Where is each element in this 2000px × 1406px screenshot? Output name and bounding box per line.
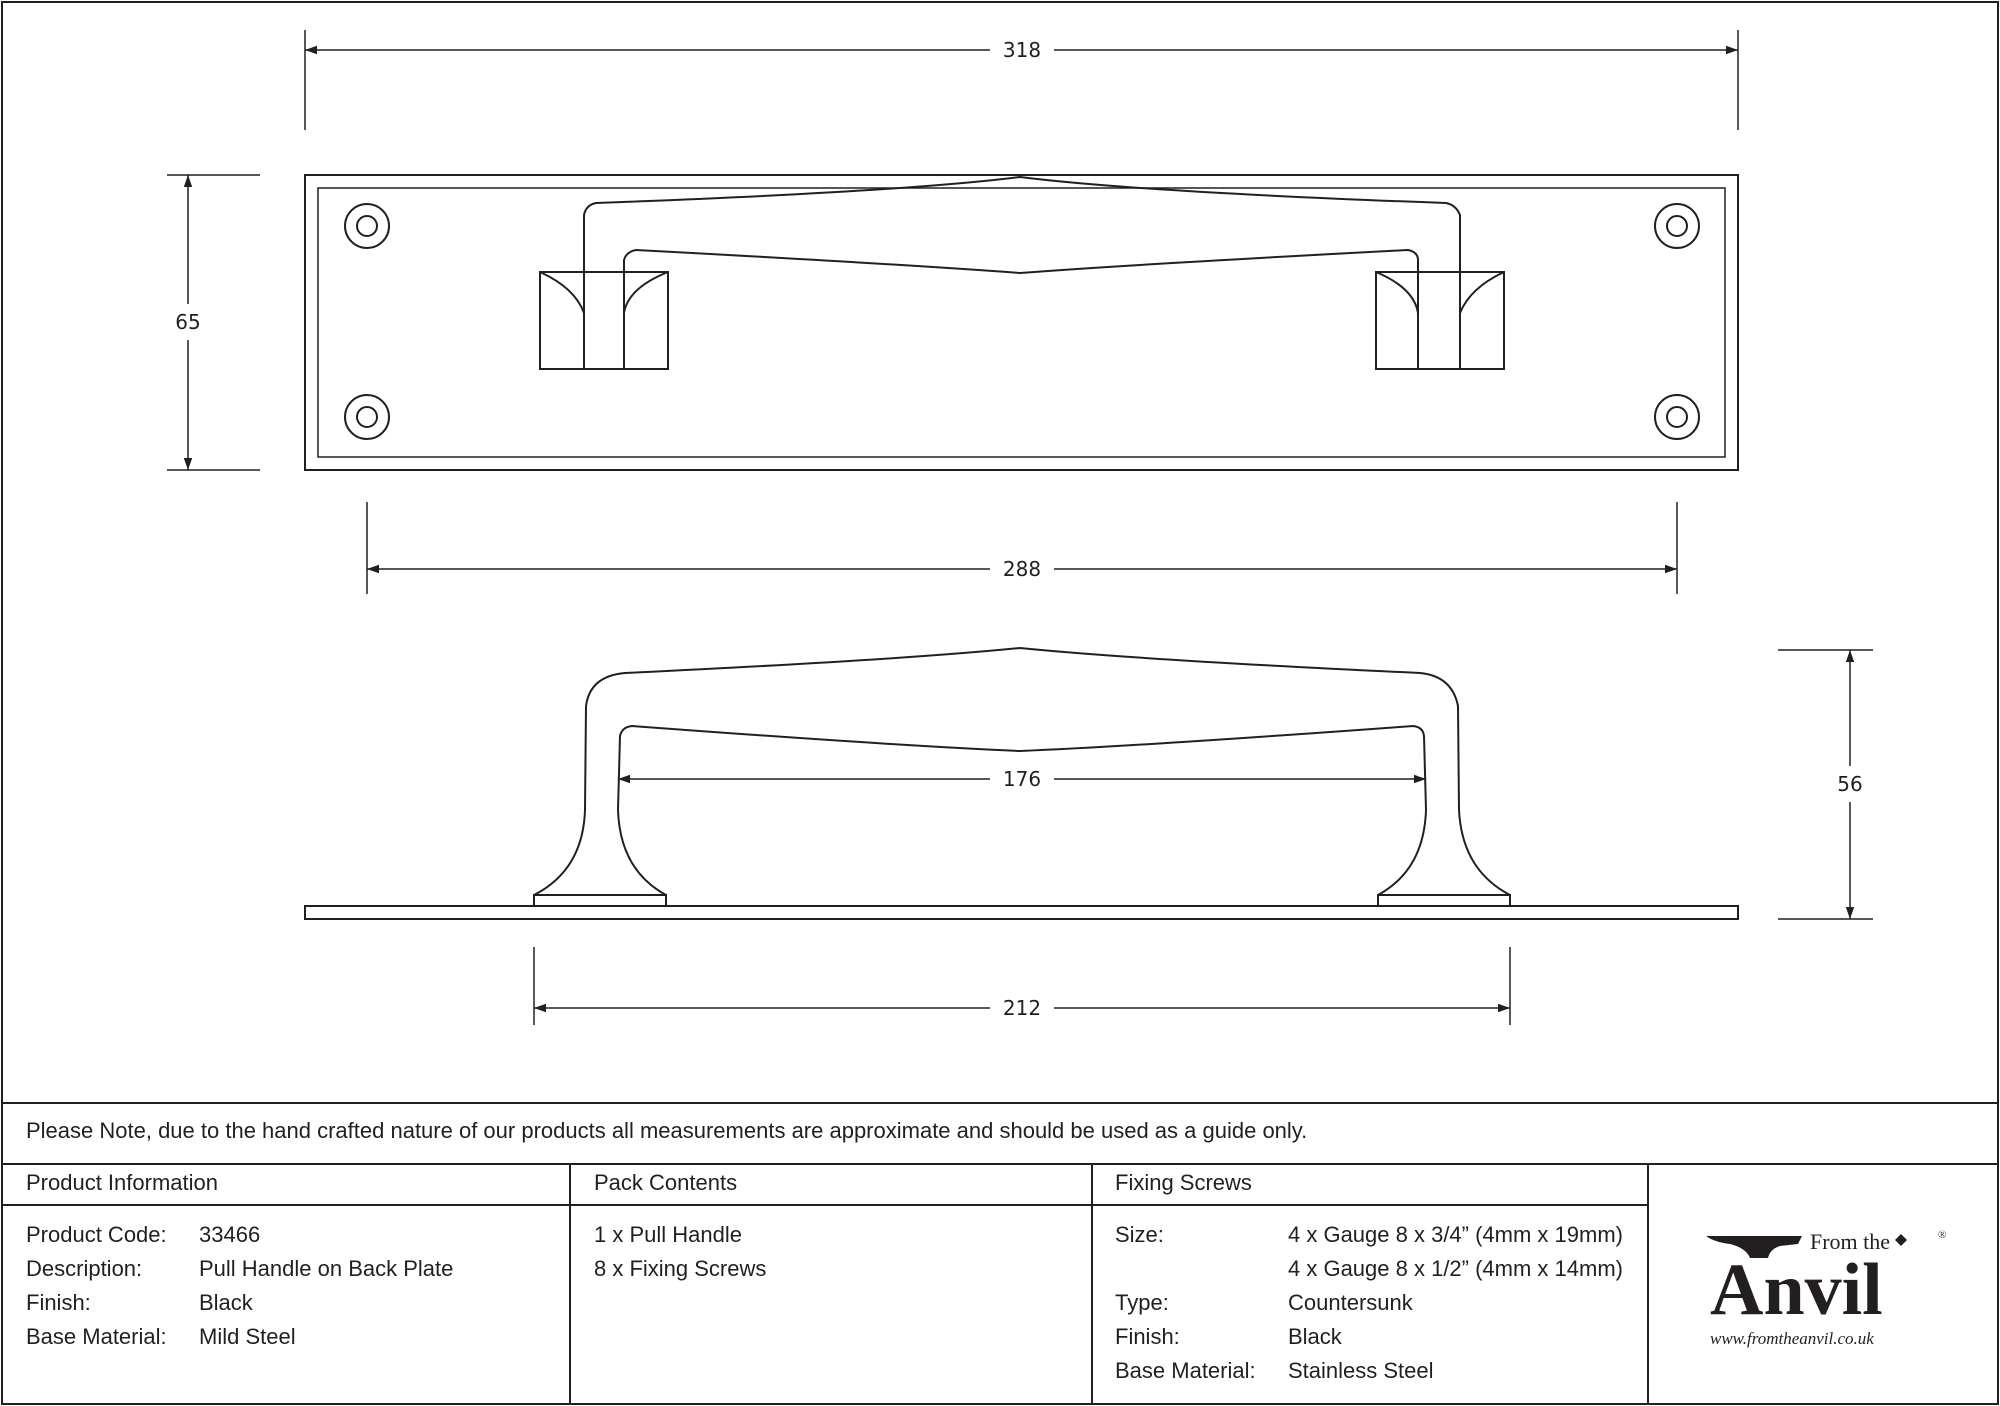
handle-foot-right	[1375, 271, 1505, 370]
from-the-anvil-logo: From the ® Anvil www.fromtheanvil.co.uk	[1706, 1229, 1946, 1348]
finish-label: Finish:	[26, 1290, 91, 1315]
front-view	[304, 174, 1739, 471]
pack-item: 1 x Pull Handle	[594, 1222, 742, 1247]
pack-contents-list: 1 x Pull Handle 8 x Fixing Screws	[594, 1218, 766, 1286]
screw-size-value: 4 x Gauge 8 x 3/4” (4mm x 19mm)	[1288, 1222, 1623, 1247]
description-value: Pull Handle on Back Plate	[199, 1256, 454, 1281]
screw-material-value: Stainless Steel	[1288, 1358, 1434, 1383]
dim-label-212: 212	[1003, 996, 1041, 1020]
product-info-heading: Product Information	[26, 1170, 218, 1195]
dimension-lines	[167, 30, 1873, 1025]
dimension-labels: 318 65 288 176 56 212	[175, 38, 1862, 1020]
info-table-grid	[2, 1102, 1998, 1404]
pack-item: 8 x Fixing Screws	[594, 1256, 767, 1281]
screw-hole	[1654, 394, 1700, 440]
screw-size-value: 4 x Gauge 8 x 1/2” (4mm x 14mm)	[1288, 1256, 1623, 1281]
finish-value: Black	[199, 1290, 253, 1315]
handle-grip-inner	[623, 248, 1419, 369]
dim-label-65: 65	[175, 310, 200, 334]
screw-size-label: Size:	[1115, 1222, 1164, 1247]
fixing-screws-values: 4 x Gauge 8 x 3/4” (4mm x 19mm) 4 x Gaug…	[1288, 1218, 1623, 1388]
dim-label-56: 56	[1837, 772, 1862, 796]
screw-type-label: Type:	[1115, 1290, 1169, 1315]
screw-hole	[344, 394, 390, 440]
measurement-note: Please Note, due to the hand crafted nat…	[26, 1118, 1308, 1143]
product-code-value: 33466	[199, 1222, 261, 1247]
logo-anvil: Anvil	[1710, 1249, 1883, 1331]
backplate-side	[304, 905, 1739, 920]
anvil-icon	[1706, 1236, 1802, 1258]
logo-registered: ®	[1938, 1229, 1946, 1241]
foot-base-left	[533, 894, 667, 907]
backplate-inner-border	[317, 187, 1726, 458]
base-material-label: Base Material:	[26, 1324, 167, 1349]
handle-grip-outer	[583, 175, 1461, 369]
logo-from-the: From the	[1810, 1229, 1890, 1254]
product-code-label: Product Code:	[26, 1222, 167, 1247]
fixing-screws-heading: Fixing Screws	[1115, 1170, 1252, 1195]
description-label: Description:	[26, 1256, 143, 1281]
product-info-values: 33466 Pull Handle on Back Plate Black Mi…	[199, 1218, 453, 1354]
fixing-screws-labels: Size: Type: Finish: Base Material:	[1115, 1218, 1256, 1388]
pack-contents-heading: Pack Contents	[594, 1170, 738, 1195]
product-info-labels: Product Code: Description: Finish: Base …	[26, 1218, 167, 1354]
screw-material-label: Base Material:	[1115, 1358, 1256, 1383]
screw-hole	[1654, 203, 1700, 249]
screw-finish-label: Finish:	[1115, 1324, 1180, 1349]
dim-label-176: 176	[1003, 767, 1041, 791]
handle-side-inner	[616, 724, 1428, 896]
foot-base-right	[1377, 894, 1511, 907]
dim-label-318: 318	[1003, 38, 1041, 62]
base-material-value: Mild Steel	[199, 1324, 296, 1349]
screw-type-value: Countersunk	[1288, 1290, 1413, 1315]
diamond-icon	[1895, 1234, 1907, 1246]
side-view	[304, 646, 1739, 920]
logo-url: www.fromtheanvil.co.uk	[1710, 1329, 1874, 1348]
screw-hole	[344, 203, 390, 249]
dim-label-288: 288	[1003, 557, 1041, 581]
backplate-outline	[304, 174, 1739, 471]
screw-finish-value: Black	[1288, 1324, 1342, 1349]
handle-foot-left	[539, 271, 669, 370]
handle-side-outer	[533, 646, 1511, 896]
